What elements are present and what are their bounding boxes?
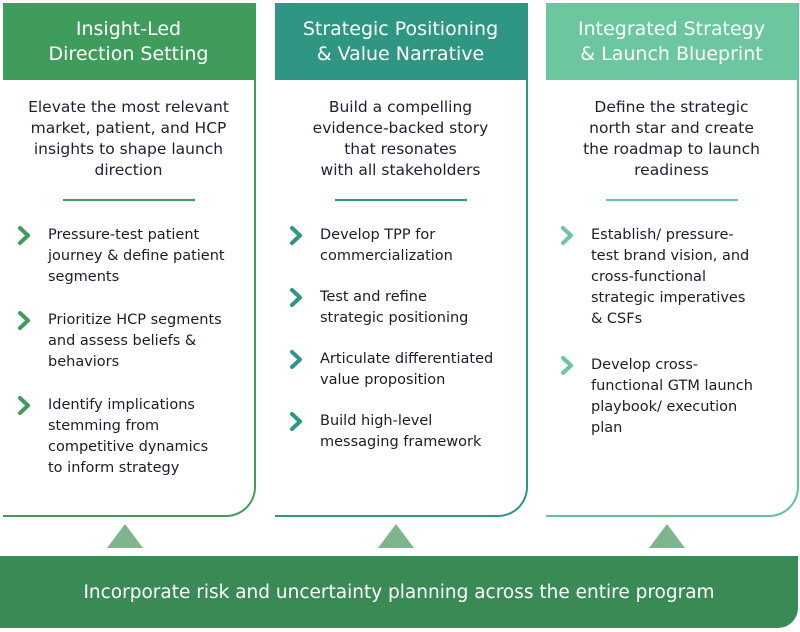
column-header: Strategic Positioning & Value Narrative (275, 3, 526, 80)
column-header: Integrated Strategy & Launch Blueprint (546, 3, 797, 80)
chevron-right-icon (18, 311, 30, 330)
column-title: Integrated Strategy & Launch Blueprint (578, 17, 765, 65)
list-item: Develop cross- functional GTM launch pla… (560, 355, 787, 439)
bullet-text: Pressure-test patient journey & define p… (48, 227, 225, 285)
divider (62, 199, 195, 201)
column-header: Insight-Led Direction Setting (3, 3, 254, 80)
bullet-text: Prioritize HCP segments and assess belie… (48, 312, 222, 370)
foundation-banner: Incorporate risk and uncertainty plannin… (0, 556, 798, 628)
chevron-right-icon (18, 226, 30, 245)
column-summary: Elevate the most relevant market, patien… (28, 98, 229, 179)
list-item: Develop TPP for commercialization (289, 225, 516, 267)
banner-text: Incorporate risk and uncertainty plannin… (83, 581, 715, 603)
column-strategic-positioning: Strategic Positioning & Value Narrative … (275, 3, 528, 517)
column-title: Insight-Led Direction Setting (48, 17, 209, 65)
triangle-up-icon (107, 524, 143, 548)
chevron-right-icon (290, 350, 302, 369)
triangle-up-icon (378, 524, 414, 548)
list-item: Test and refine strategic positioning (289, 287, 516, 329)
bullet-list: Pressure-test patient journey & define p… (3, 225, 254, 479)
bullet-text: Articulate differentiated value proposit… (320, 351, 494, 388)
chevron-right-icon (290, 288, 302, 307)
list-item: Pressure-test patient journey & define p… (17, 225, 244, 288)
bullet-text: Build high-level messaging framework (320, 413, 482, 450)
divider (605, 199, 738, 201)
bullet-text: Identify implications stemming from comp… (48, 397, 209, 476)
bullet-text: Develop cross- functional GTM launch pla… (591, 357, 753, 436)
bullet-text: Test and refine strategic positioning (320, 289, 469, 326)
column-summary: Define the strategic north star and crea… (583, 98, 760, 179)
divider (334, 199, 467, 201)
triangle-up-icon (649, 524, 685, 548)
list-item: Articulate differentiated value proposit… (289, 349, 516, 391)
bullet-list: Establish/ pressure- test brand vision, … (546, 225, 797, 439)
chevron-right-icon (290, 412, 302, 431)
chevron-right-icon (561, 226, 573, 245)
list-item: Build high-level messaging framework (289, 411, 516, 453)
bullet-list: Develop TPP for commercialization Test a… (275, 225, 526, 453)
chevron-right-icon (290, 226, 302, 245)
column-summary: Build a compelling evidence-backed story… (312, 98, 489, 179)
bullet-text: Establish/ pressure- test brand vision, … (591, 227, 750, 327)
chevron-right-icon (18, 396, 30, 415)
list-item: Prioritize HCP segments and assess belie… (17, 310, 244, 373)
column-title: Strategic Positioning & Value Narrative (302, 17, 499, 65)
column-integrated-strategy: Integrated Strategy & Launch Blueprint D… (546, 3, 799, 517)
bullet-text: Develop TPP for commercialization (320, 227, 453, 264)
list-item: Establish/ pressure- test brand vision, … (560, 225, 787, 330)
column-insight-led-direction: Insight-Led Direction Setting Elevate th… (3, 3, 256, 517)
list-item: Identify implications stemming from comp… (17, 395, 244, 479)
chevron-right-icon (561, 356, 573, 375)
